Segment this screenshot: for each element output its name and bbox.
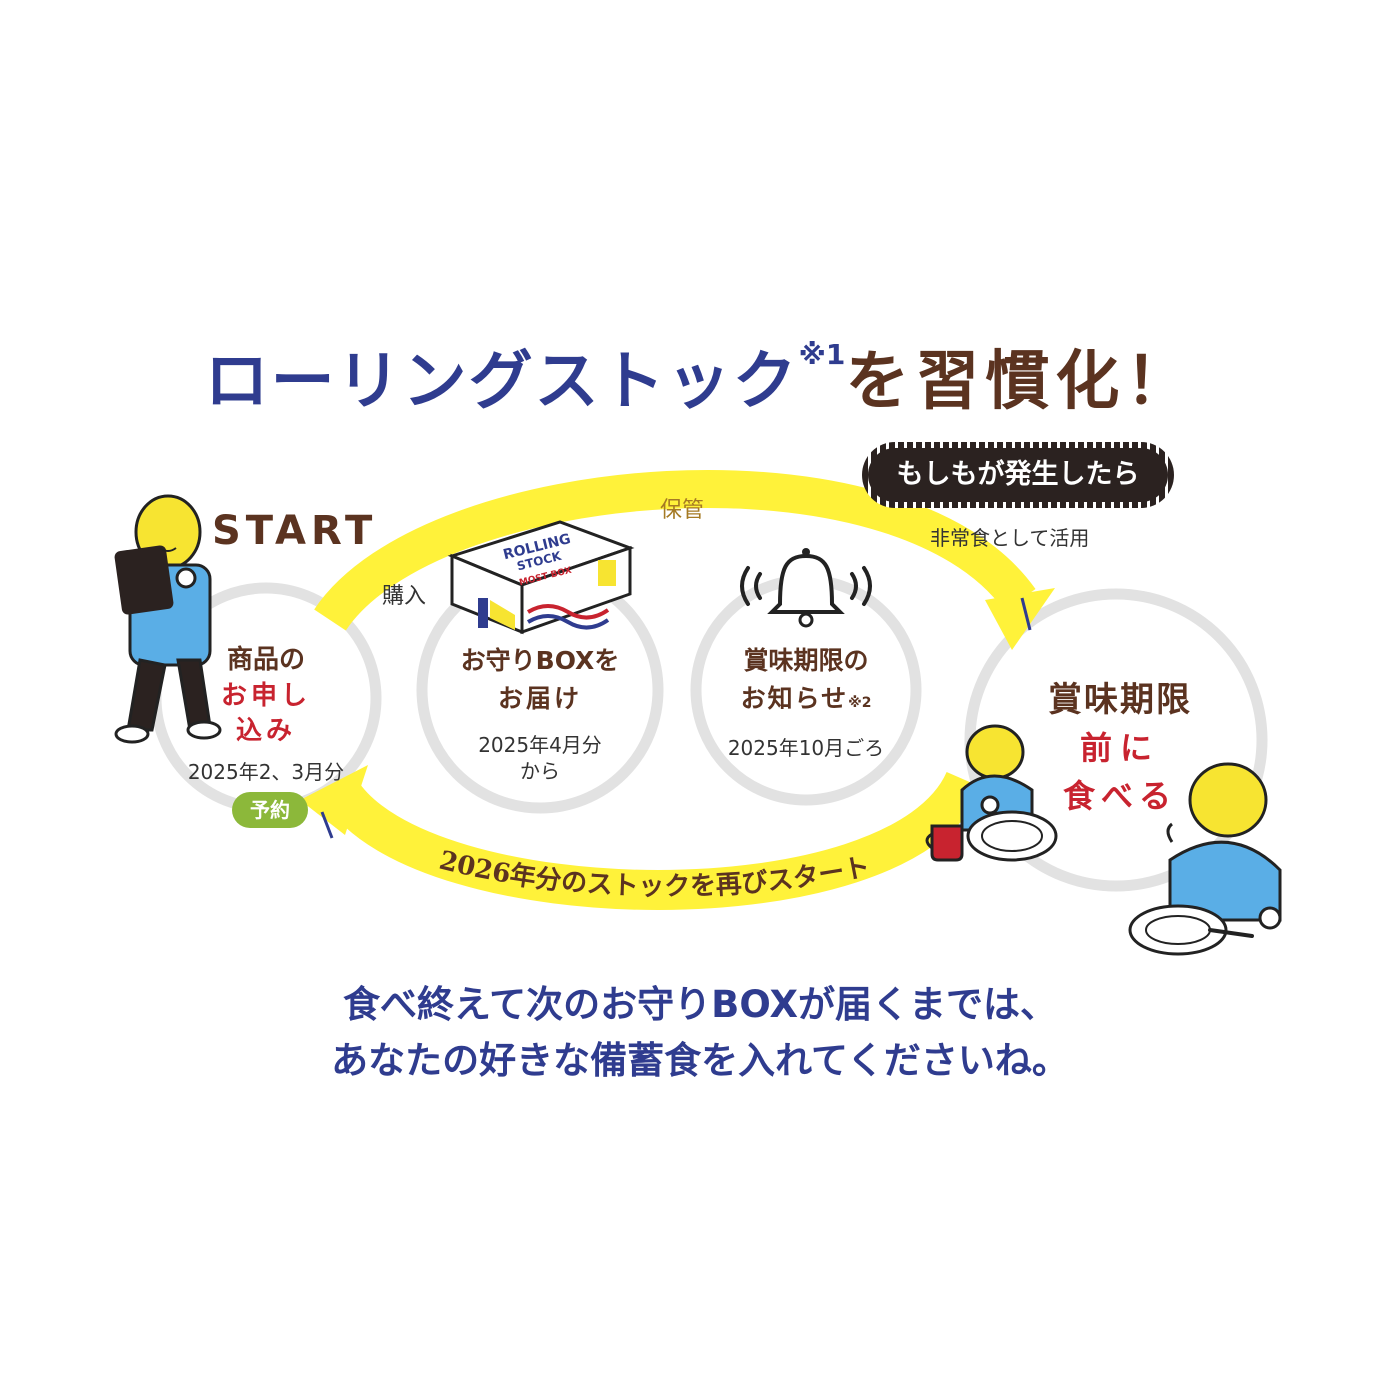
step-3-text: 賞味期限の お知らせ※2	[706, 642, 906, 722]
spoon-icon	[1208, 928, 1254, 938]
emergency-badge: もしもが発生したら	[868, 448, 1168, 502]
person-start-illustration	[114, 494, 222, 744]
person-eating-small-illustration	[925, 724, 1058, 862]
step-2-date-line1: 2025年4月分	[478, 733, 602, 757]
step-3-title-line1: 賞味期限の	[743, 646, 869, 675]
lower-flow-arrow	[322, 770, 984, 910]
bottom-message-line1: 食べ終えて次のお守りBOXが届くまでは、	[342, 983, 1057, 1026]
step-2-title-line2: お届け	[497, 684, 582, 713]
start-label: START	[212, 508, 378, 554]
emergency-note: 非常食として活用	[930, 526, 1090, 550]
page-title: ローリングストック※1を習慣化！	[0, 330, 1400, 422]
step-3-sup: ※2	[848, 695, 872, 711]
upper-arrowhead	[985, 588, 1055, 650]
flow-label-storage: 保管	[660, 498, 705, 523]
lower-arrowhead	[300, 765, 368, 835]
step-4-title-line2: 前に	[1079, 729, 1160, 767]
step-2-date-line2: から	[520, 759, 560, 783]
step-4-title-line3: 食べる	[1062, 777, 1177, 815]
step-1-text: 商品の お申し 込み	[186, 642, 346, 748]
step-3-title-line2: お知らせ	[740, 684, 849, 713]
title-main: ローリングストック	[204, 345, 799, 419]
bell-icon	[740, 548, 872, 628]
flow-label-purchase: 購入	[382, 584, 427, 609]
upper-flow-arrow	[314, 470, 1036, 632]
step-4-text: 賞味期限 前に 食べる	[1020, 676, 1220, 820]
step-2-date: 2025年4月分 から	[440, 732, 640, 784]
reservation-badge: 予約	[232, 792, 308, 828]
step-2-text: お守りBOXを お届け	[440, 642, 640, 718]
plate-icon	[966, 810, 1058, 862]
step-2-title-line1: お守りBOXを	[460, 646, 620, 675]
step-1-title-line2: お申し	[220, 681, 311, 711]
omamori-box-illustration: ROLLING STOCK MOST BOX	[447, 520, 635, 635]
step-1-title-line3: 込み	[235, 716, 296, 746]
mug-icon	[930, 824, 964, 862]
step-3-date: 2025年10月ごろ	[727, 736, 885, 760]
step-1-title-line1: 商品の	[226, 645, 305, 675]
tablet-icon	[114, 545, 174, 615]
person-eating-large-illustration	[1128, 762, 1282, 956]
title-sup: ※1	[798, 338, 846, 371]
step-4-title-line1: 賞味期限	[1048, 680, 1192, 720]
bottom-message-line2: あなたの好きな備蓄食を入れてくださいね。	[331, 1039, 1069, 1082]
step-1-date: 2025年2、3月分	[187, 760, 345, 784]
plate-icon-large	[1128, 904, 1228, 956]
title-tail: を習慣化！	[845, 345, 1196, 419]
